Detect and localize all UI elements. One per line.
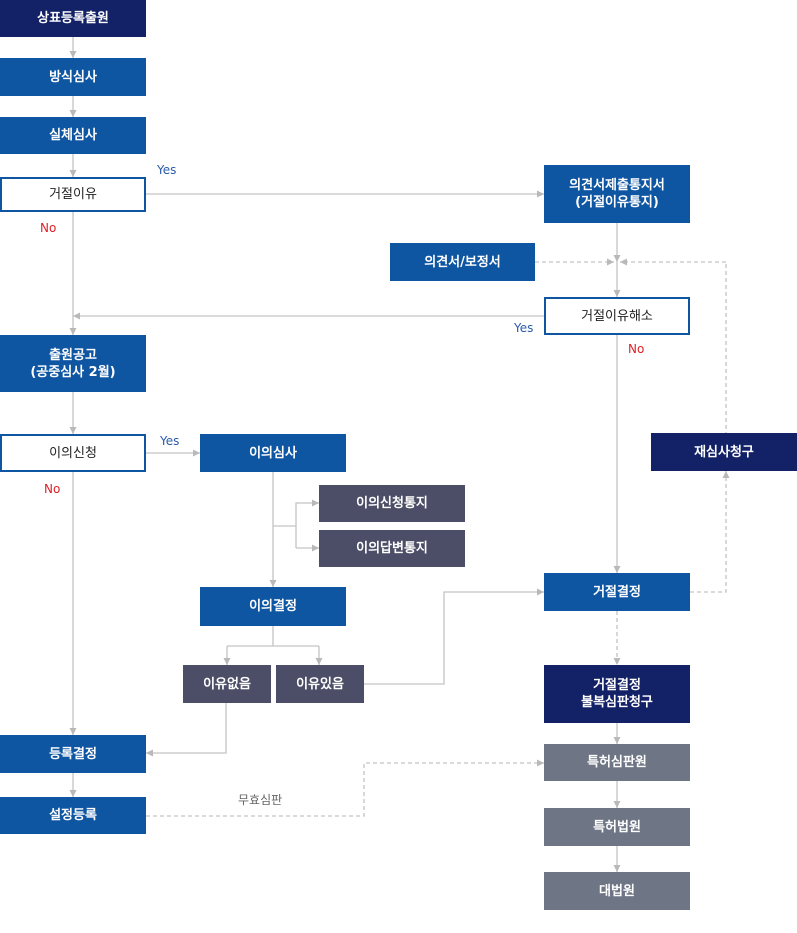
patent-court-label: 특허법원 [593,819,641,835]
no-label-refusal-reason: No [40,221,57,235]
substantive-exam-box: 실체심사 [0,117,146,154]
opposition-notice-label: 이의신청통지 [356,496,428,511]
formality-exam-box: 방식심사 [0,58,146,96]
setup-registration-box: 설정등록 [0,797,146,834]
no-label-opposition: No [44,482,61,496]
yes-label-refusal-resolved: Yes [514,321,534,335]
substantive-exam-label: 실체심사 [49,128,97,143]
reexam-request-box: 재심사청구 [651,433,797,471]
appeal-request-box: 거절결정 불복심판청구 [544,665,690,723]
publication-box: 출원공고 (공중심사 2월) [0,335,146,392]
patent-court-box: 특허법원 [544,808,690,846]
invalidation-trial-label: 무효심판 [238,793,283,807]
opposition-decision-label: 이의결정 [249,599,297,614]
refusal-reason-label: 거절이유 [49,187,97,202]
ip-tribunal-box: 특허심판원 [544,744,690,781]
refusal-decision-label: 거절결정 [593,584,641,600]
refusal-reason-box: 거절이유 [0,177,146,212]
opposition-reply-notice-label: 이의답변통지 [356,541,428,556]
reexam-request-label: 재심사청구 [694,444,754,460]
opposition-reply-notice-box: 이의답변통지 [319,530,465,567]
setup-registration-label: 설정등록 [49,808,97,823]
appeal-request-label: 거절결정 불복심판청구 [581,678,653,710]
no-label-refusal-resolved: No [628,342,645,356]
application-label: 상표등록출원 [37,11,109,26]
ip-tribunal-label: 특허심판원 [587,755,647,770]
opposition-review-label: 이의심사 [249,445,297,461]
refusal-resolved-box: 거절이유해소 [544,297,690,335]
supreme-court-label: 대법원 [599,883,635,899]
refusal-resolved-label: 거절이유해소 [581,308,653,324]
notice-of-submission-box: 의견서제출통지서 (거절이유통지) [544,165,690,223]
opposition-label: 이의신청 [49,445,97,461]
opposition-decision-box: 이의결정 [200,587,346,626]
yes-label-opposition: Yes [160,434,180,448]
has-grounds-label: 이유있음 [296,676,344,692]
has-grounds-box: 이유있음 [276,665,364,703]
opposition-notice-box: 이의신청통지 [319,485,465,522]
registration-decision-label: 등록결정 [49,746,97,762]
publication-label: 출원공고 (공중심사 2월) [30,347,116,380]
yes-label-refusal-reason: Yes [157,163,177,177]
opposition-review-box: 이의심사 [200,434,346,472]
opposition-box: 이의신청 [0,434,146,472]
no-grounds-label: 이유없음 [203,676,251,692]
supreme-court-box: 대법원 [544,872,690,910]
opinion-amendment-label: 의견서/보정서 [424,254,501,270]
application-box: 상표등록출원 [0,0,146,37]
notice-of-submission-label: 의견서제출통지서 (거절이유통지) [569,178,665,210]
opinion-amendment-box: 의견서/보정서 [390,243,535,281]
no-grounds-box: 이유없음 [183,665,271,703]
refusal-decision-box: 거절결정 [544,573,690,611]
formality-exam-label: 방식심사 [49,69,97,85]
registration-decision-box: 등록결정 [0,735,146,773]
